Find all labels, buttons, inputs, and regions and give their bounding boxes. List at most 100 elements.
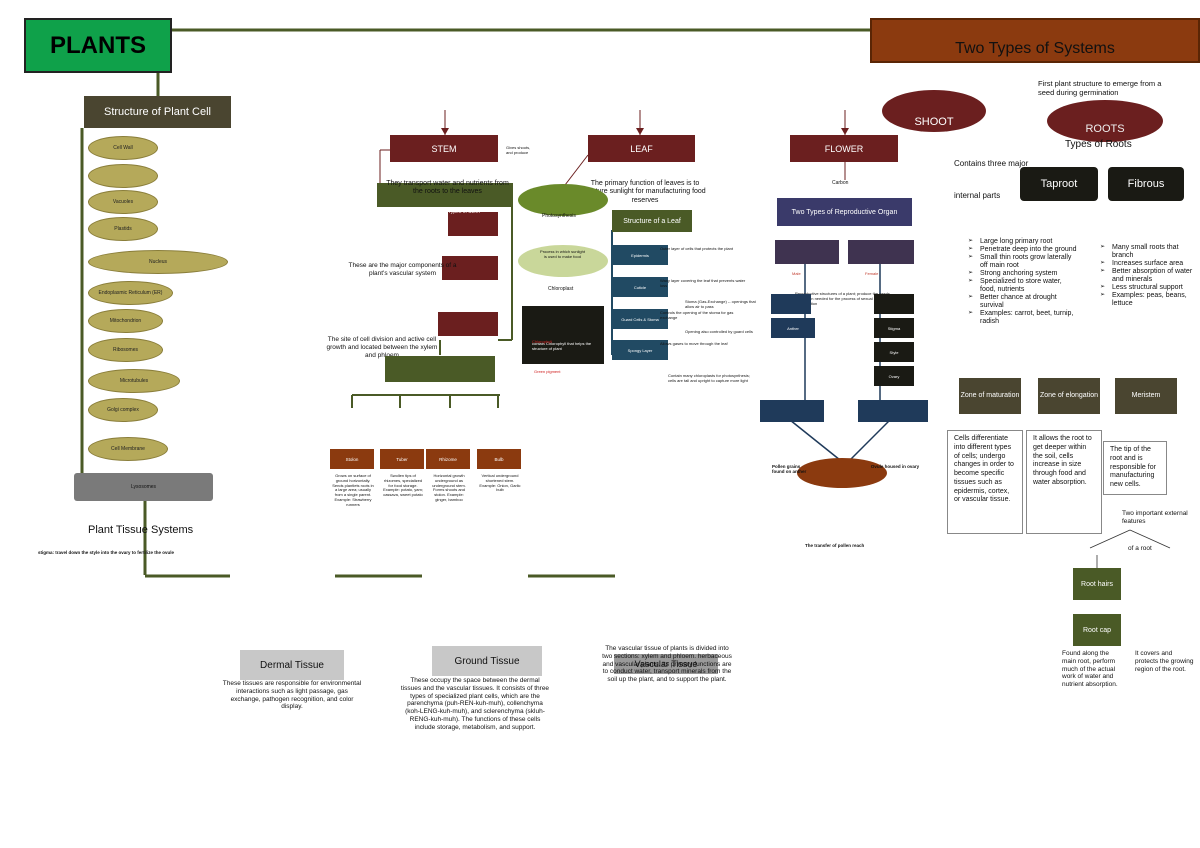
organelle-oval: Golgi complex xyxy=(88,398,158,422)
ovary-box: Ovary xyxy=(874,366,914,386)
chlorophyll-text: contain Chlorophyll that helps the struc… xyxy=(532,341,592,351)
vascular-tissue-label: Vascular Tissue xyxy=(634,659,698,669)
stem-meristem-note: The site of cell division and active cel… xyxy=(326,336,438,359)
leaf-row-text: Outer layer of cells that protects the p… xyxy=(660,246,733,251)
taproot-box: Taproot xyxy=(1020,167,1098,201)
female-part-box-1 xyxy=(874,294,914,314)
stem-kind-box: Bulb xyxy=(477,449,521,469)
root-zone-box: Zone of elongation xyxy=(1038,378,1100,414)
dermal-tissue-label: Dermal Tissue xyxy=(260,659,324,671)
root-hairs-box: Root hairs xyxy=(1073,568,1121,600)
male-label: Male xyxy=(792,271,801,276)
organelle-oval xyxy=(88,164,158,188)
anther-label: Anther xyxy=(787,325,799,331)
organelle-oval: Microtubules xyxy=(88,369,180,393)
process-note: Process in which sunlight is used to mak… xyxy=(540,249,585,259)
organelle-oval: Plastids xyxy=(88,217,158,241)
leaf-row-box: Spongy Layer xyxy=(612,340,668,360)
male-part-box-1 xyxy=(771,294,811,314)
stem-box: STEM xyxy=(390,135,498,162)
stem-maroon-box-1 xyxy=(448,212,498,236)
taproot-point: Better chance at drought survival xyxy=(968,294,1078,310)
stem-maroon-box-3 xyxy=(438,312,498,336)
stem-kind-text: Horizontal growth underground as undergr… xyxy=(432,473,466,502)
style-box: Style xyxy=(874,342,914,362)
leaf-row-text: Waxy layer covering the leaf that preven… xyxy=(660,278,746,288)
fibrous-box: Fibrous xyxy=(1108,167,1184,201)
taproot-point: Small thin roots grow laterally off main… xyxy=(968,254,1078,270)
stem-maroon-box-2 xyxy=(442,256,498,280)
leaf-row-box: Guard Cells & Stoma xyxy=(612,309,668,329)
roots-oval: ROOTS xyxy=(1047,100,1163,142)
fibrous-point: Many small roots that branch xyxy=(1100,244,1195,260)
root-hairs-text: Found along the main root, perform much … xyxy=(1062,650,1118,689)
lysosomes-box: Lysosomes xyxy=(74,473,213,501)
leaf-row-note-3: Contain many chloroplasts for photosynth… xyxy=(668,373,750,383)
vascular-tissue-text: The vascular tissue of plants is divided… xyxy=(602,645,732,684)
roots-label: ROOTS xyxy=(1085,123,1125,135)
pollen-box xyxy=(760,400,824,422)
stem-vascular-note: These are the major components of a plan… xyxy=(348,262,457,277)
stem-kind-box: Tuber xyxy=(380,449,424,469)
ground-tissue-text: These occupy the space between the derma… xyxy=(400,677,550,731)
anther-box: Anther xyxy=(771,318,815,338)
fibrous-point: Less structural support xyxy=(1100,284,1195,292)
cell-header-text: Structure of Plant Cell xyxy=(104,106,211,118)
fertilization-oval xyxy=(797,458,887,488)
types-of-roots: Types of Roots xyxy=(1065,139,1132,150)
stem-side-note: Gives shoots, and produce xyxy=(506,145,531,155)
shoot-oval: SHOOT xyxy=(882,90,986,132)
leaf-structure-header: Structure of a Leaf xyxy=(612,210,692,232)
root-cap-box: Root cap xyxy=(1073,614,1121,646)
root-cap-label: Root cap xyxy=(1082,626,1112,634)
stem-kind-text: Swollen tips of rhizomes, specialized fo… xyxy=(383,473,423,498)
tissue-header: Plant Tissue Systems xyxy=(88,524,194,536)
flower-label: FLOWER xyxy=(824,143,864,154)
female-label: Female xyxy=(865,271,879,276)
organelle-oval: Cell Membrane xyxy=(88,437,168,461)
shoot-label: SHOOT xyxy=(914,116,954,128)
organelle-oval: Ribosomes xyxy=(88,338,163,362)
root-hairs-label: Root hairs xyxy=(1081,580,1113,588)
taproot-point: Specialized to store water, food, nutrie… xyxy=(968,278,1078,294)
organelle-oval: Nucleus xyxy=(88,250,228,274)
lysosomes-text: Lysosomes xyxy=(130,484,157,490)
root-zone-box: Meristem xyxy=(1115,378,1177,414)
taproot-points: Large long primary rootPenetrate deep in… xyxy=(968,238,1078,327)
style-label: Style xyxy=(889,349,899,355)
stem-types-label: Types of Stem xyxy=(448,209,480,215)
root-cap-text: It covers and protects the growing regio… xyxy=(1135,650,1194,673)
leaf-structure-label: Structure of a Leaf xyxy=(623,217,681,225)
taproot-point: Penetrate deep into the ground xyxy=(968,246,1078,254)
taproot-point: Examples: carrot, beet, turnip, radish xyxy=(968,310,1078,326)
leaf-row-text: Allows gases to move through the leaf xyxy=(660,341,728,346)
root-zone-text: Cells differentiate into different types… xyxy=(947,430,1023,534)
leaf-row-note-1: Stoma (Gas-Exchange) -- openings that al… xyxy=(685,299,756,309)
organelle-oval: Mitochondrion xyxy=(88,309,163,333)
ground-tissue-box: Ground Tissue xyxy=(432,646,542,676)
leaf-row-note-2: Opening also controlled by guard cells xyxy=(685,329,753,334)
leaf-row-text: Controls the opening of the stoma for ga… xyxy=(660,310,734,320)
leaf-row-box: Cuticle xyxy=(612,277,668,297)
root-zone-text: The tip of the root and is responsible f… xyxy=(1103,441,1167,495)
photosynthesis-oval xyxy=(518,184,608,216)
fibrous-point: Examples: peas, beans, lettuce xyxy=(1100,292,1195,308)
stigma-box: Stigma xyxy=(874,318,914,338)
vascular-tissue-box: Vascular Tissue xyxy=(614,654,718,674)
chloroplast-oval xyxy=(518,245,608,277)
male-box xyxy=(775,240,839,264)
taproot-point: Strong anchoring system xyxy=(968,270,1078,278)
transfer-note: The transfer of pollen reach xyxy=(805,543,865,548)
root-zone-text: It allows the root to get deeper within … xyxy=(1026,430,1102,534)
fibrous-label: Fibrous xyxy=(1127,178,1165,190)
plants-title-text: PLANTS xyxy=(50,31,146,59)
taproot-point: Large long primary root xyxy=(968,238,1078,246)
chlorophyll-red: Chlorophyll xyxy=(532,339,553,344)
ovule-note: Ovule housed in ovary xyxy=(870,464,920,469)
systems-title: Two Types of Systems xyxy=(870,18,1200,63)
pollen-note: Pollen grains found on anther xyxy=(772,464,807,475)
repro-label: Two Types of Reproductive Organ xyxy=(791,208,898,216)
leaf-function-text: The primary function of leaves is to cap… xyxy=(584,180,706,204)
ovary-label: Ovary xyxy=(888,373,900,379)
ovule-box xyxy=(858,400,928,422)
